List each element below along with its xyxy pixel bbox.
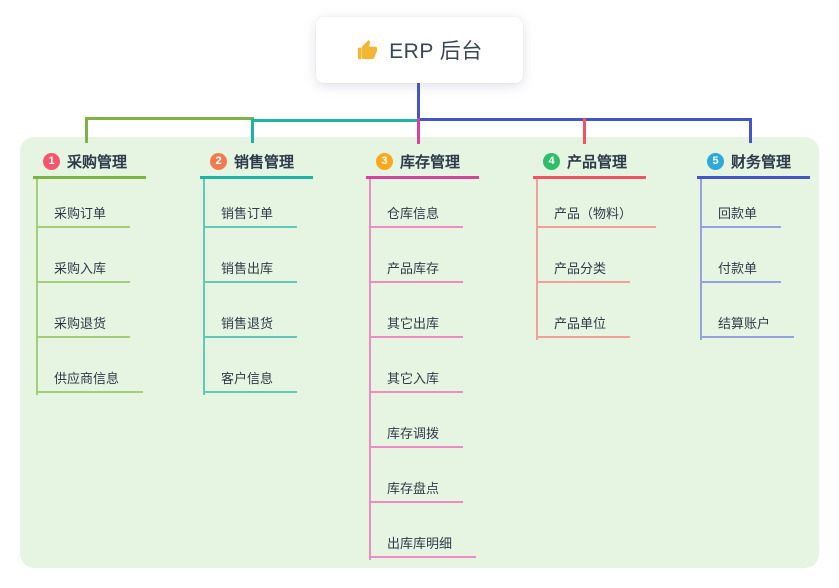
child-node[interactable]: 出库库明细 <box>369 532 477 558</box>
branch2-leg-line <box>251 119 254 143</box>
child-node[interactable]: 采购退货 <box>36 312 131 338</box>
branch4-number-badge: 4 <box>543 153 560 170</box>
branch3-title: 库存管理 <box>400 154 461 171</box>
branch5-title: 财务管理 <box>731 154 792 171</box>
child-node[interactable]: 客户信息 <box>203 367 298 393</box>
branch4-leg-line <box>583 118 586 144</box>
branch3-number-badge: 3 <box>376 153 393 170</box>
branch5-leg-line <box>749 118 752 143</box>
branch4-title: 产品管理 <box>567 154 628 171</box>
branch2-spine-line <box>203 179 205 395</box>
child-node[interactable]: 库存盘点 <box>369 477 464 503</box>
child-node[interactable]: 产品分类 <box>536 257 631 283</box>
branch-header-procurement[interactable]: 1 采购管理 <box>33 147 146 179</box>
child-node[interactable]: 销售出库 <box>203 257 298 283</box>
child-node[interactable]: 付款单 <box>700 257 782 283</box>
branch1-spine-line <box>36 179 38 395</box>
child-node[interactable]: 采购订单 <box>36 202 131 228</box>
bus-segment-teal <box>251 119 419 122</box>
child-node[interactable]: 其它出库 <box>369 312 464 338</box>
child-node[interactable]: 产品（物料） <box>536 202 657 228</box>
bus-segment-green <box>85 117 254 120</box>
root-stem-line <box>417 83 420 120</box>
child-node[interactable]: 销售订单 <box>203 202 298 228</box>
branch1-title: 采购管理 <box>67 154 128 171</box>
branches-background-panel <box>20 137 819 568</box>
branch-header-product[interactable]: 4 产品管理 <box>533 147 646 179</box>
branch5-spine-line <box>700 179 702 340</box>
branch4-spine-line <box>536 179 538 340</box>
root-node[interactable]: ERP 后台 <box>316 17 523 83</box>
child-node[interactable]: 仓库信息 <box>369 202 464 228</box>
branch1-number-badge: 1 <box>43 153 60 170</box>
child-node[interactable]: 结算账户 <box>700 312 795 338</box>
child-node[interactable]: 供应商信息 <box>36 367 144 393</box>
branch5-number-badge: 5 <box>707 153 724 170</box>
child-node[interactable]: 产品库存 <box>369 257 464 283</box>
branch-header-sales[interactable]: 2 销售管理 <box>200 147 313 179</box>
branch3-spine-line <box>369 179 371 560</box>
thumbs-up-icon <box>356 39 379 62</box>
child-node[interactable]: 其它入库 <box>369 367 464 393</box>
branch2-title: 销售管理 <box>234 154 295 171</box>
branch2-number-badge: 2 <box>210 153 227 170</box>
branch-header-inventory[interactable]: 3 库存管理 <box>366 147 479 179</box>
branch-header-finance[interactable]: 5 财务管理 <box>697 147 810 179</box>
branch3-leg-line <box>417 118 420 144</box>
child-node[interactable]: 产品单位 <box>536 312 631 338</box>
child-node[interactable]: 采购入库 <box>36 257 131 283</box>
child-node[interactable]: 库存调拨 <box>369 422 464 448</box>
child-node[interactable]: 回款单 <box>700 202 782 228</box>
branch1-leg-line <box>85 117 88 143</box>
child-node[interactable]: 销售退货 <box>203 312 298 338</box>
root-node-title: ERP 后台 <box>389 40 483 63</box>
